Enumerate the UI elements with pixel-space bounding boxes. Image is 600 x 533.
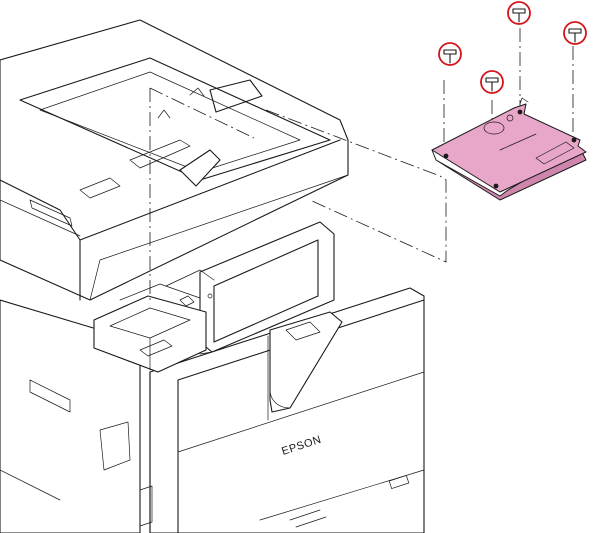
- assembly-guide-lines: [149, 28, 574, 300]
- screw-icon: [485, 77, 499, 83]
- screw-callout-2: [480, 70, 504, 94]
- output-tray: [267, 311, 343, 421]
- screw-callout-3: [507, 1, 531, 25]
- cover-plate: [431, 97, 587, 201]
- power-button-icon: [207, 293, 213, 299]
- screw-callout-4: [563, 21, 587, 45]
- lock-icon: [388, 475, 410, 489]
- scanner-unit: [0, 19, 349, 301]
- screw-callout-1: [438, 42, 462, 66]
- screw-icon: [443, 49, 457, 55]
- printer-side-panel: [0, 299, 153, 533]
- mount-area: [93, 269, 215, 373]
- screw-icon: [568, 28, 582, 34]
- screw-icon: [512, 8, 526, 14]
- printer-cabinet: [149, 287, 425, 533]
